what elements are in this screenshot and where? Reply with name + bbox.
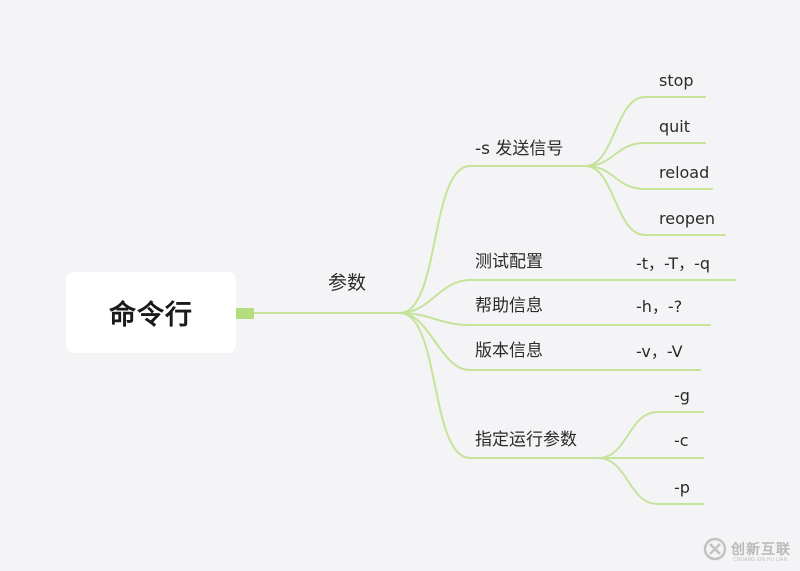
child-value-help[interactable]: -h，-? [636,297,683,316]
curve-reload [584,165,646,190]
curve-to-runargs [399,312,471,459]
child-value-version[interactable]: -v，-V [636,342,683,361]
child-label-runargs[interactable]: 指定运行参数 [475,430,577,450]
curve-reopen [584,165,646,236]
child-label-signal[interactable]: -s 发送信号 [475,139,564,159]
curve-to-signal [399,165,471,314]
curve-g [597,411,659,459]
child-label-test[interactable]: 测试配置 [475,252,543,272]
watermark-logo-icon [703,537,727,561]
root-label: 命令行 [109,300,193,331]
curve-p [597,457,659,505]
watermark: 创新互联 CHUANG XIN HU LIAN [703,536,791,563]
curve-to-test [399,279,471,314]
curve-quit [584,142,646,167]
subitem-g[interactable]: -g [674,386,690,405]
child-label-version[interactable]: 版本信息 [475,341,543,361]
subitem-stop[interactable]: stop [659,71,694,90]
curve-to-version [399,312,471,371]
child-value-test[interactable]: -t，-T，-q [636,254,711,273]
subitem-reload[interactable]: reload [659,163,710,182]
watermark-subtext: CHUANG XIN HU LIAN [733,557,788,563]
curve-stop [584,96,646,167]
watermark-text: 创新互联 [731,542,791,558]
subitem-p[interactable]: -p [674,478,690,497]
subitem-c[interactable]: -c [674,431,689,450]
root-connector [236,308,254,319]
child-label-help[interactable]: 帮助信息 [475,296,543,316]
subitem-quit[interactable]: quit [659,117,691,136]
root-node[interactable]: 命令行 [66,272,236,353]
subitem-reopen[interactable]: reopen [659,209,715,228]
branch-label[interactable]: 参数 [328,272,367,294]
